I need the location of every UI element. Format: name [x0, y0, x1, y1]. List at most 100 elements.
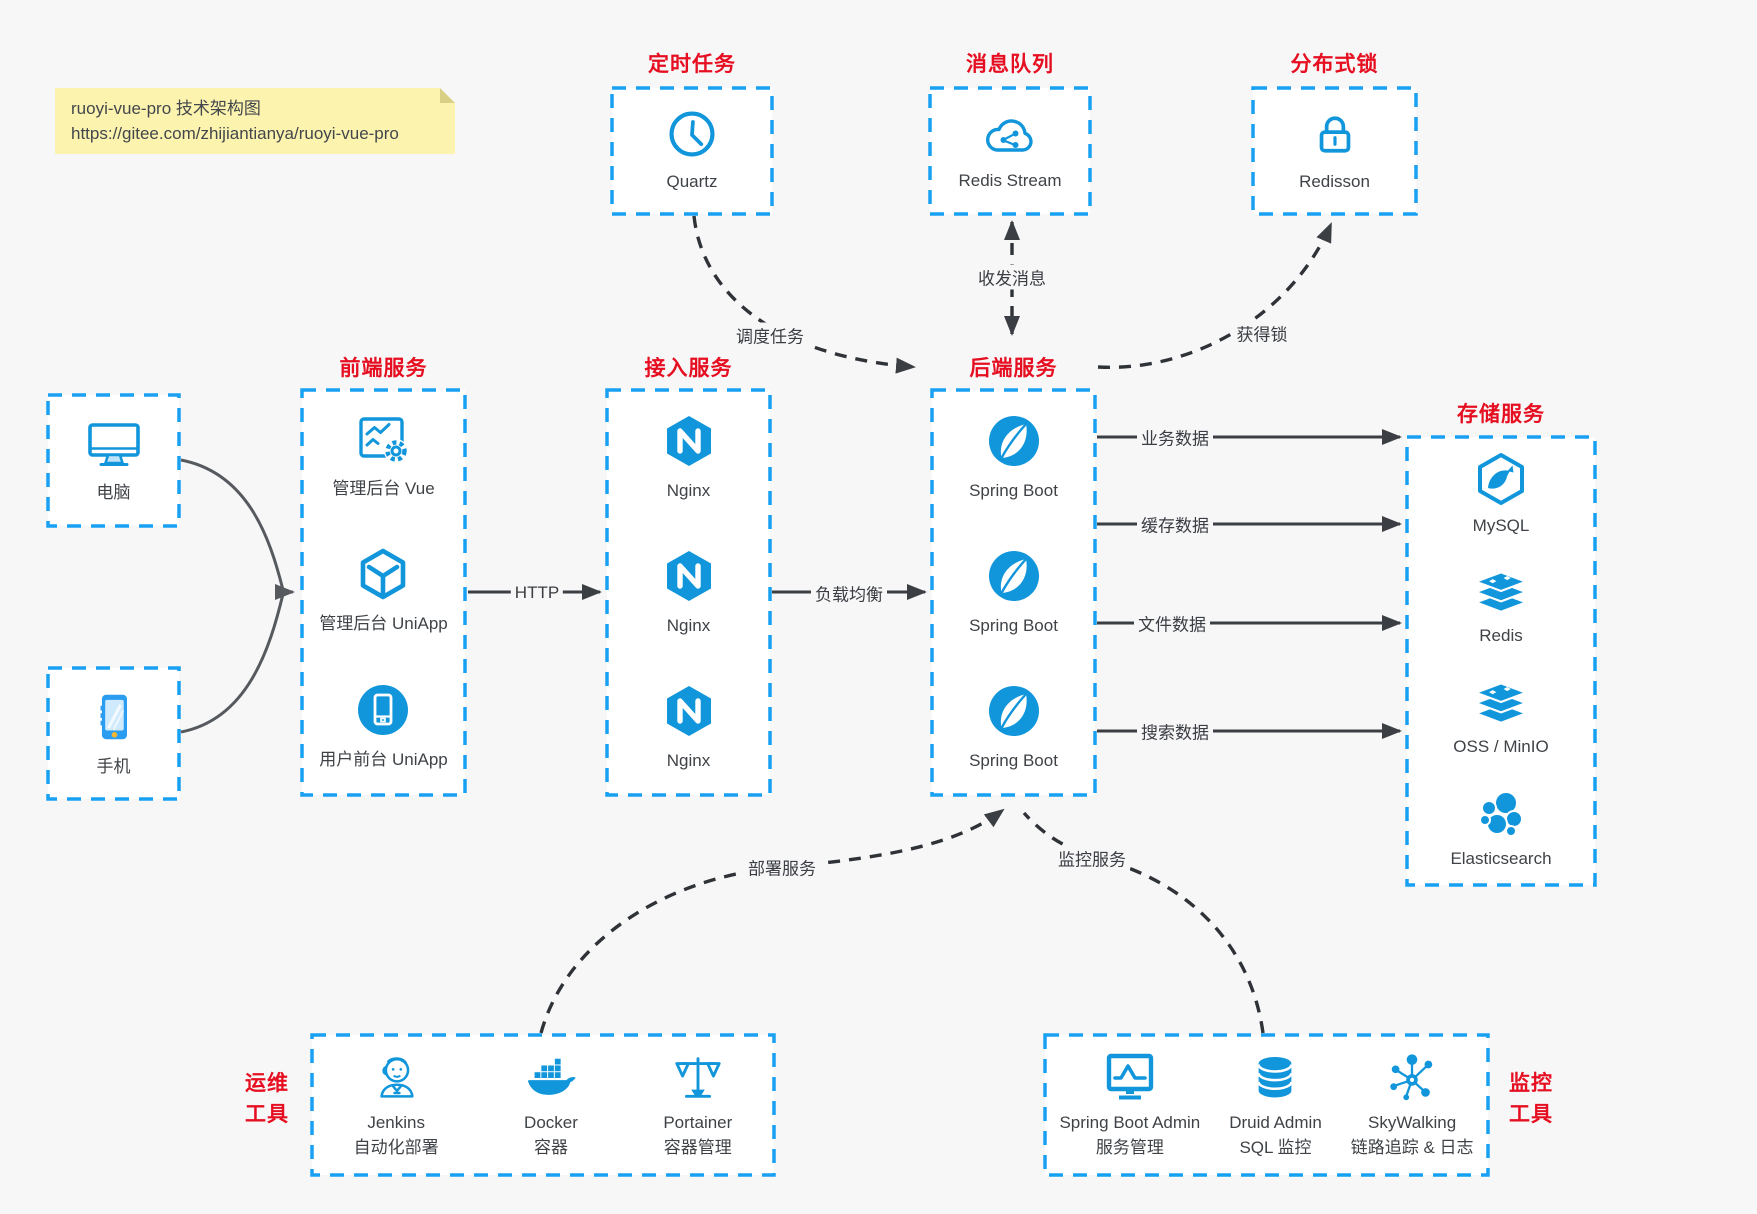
redis-stream-cloud-icon	[985, 119, 1033, 152]
admin-vue-icon	[358, 417, 408, 463]
monitoring-box-content: Spring Boot Admin 服务管理 Druid Admin SQL 监…	[1045, 1035, 1488, 1175]
computer-box-content: 电脑	[48, 395, 179, 526]
gateway-title: 接入服务	[644, 357, 733, 380]
item-label: Spring Boot Admin 服务管理	[1059, 1110, 1200, 1160]
item-label: Spring Boot	[969, 480, 1058, 500]
edge-label-file-data: 文件数据	[1134, 610, 1210, 636]
backend-box-content: Spring Boot Spring Boot Spring Boot	[932, 390, 1095, 795]
item-label: OSS / MinIO	[1453, 736, 1549, 756]
elasticsearch-icon	[1478, 791, 1523, 838]
item-label: Nginx	[666, 615, 711, 635]
monitoring-item-sba: Spring Boot Admin 服务管理	[1059, 1051, 1200, 1160]
item-label: Nginx	[666, 480, 711, 500]
mq-box-content: Redis Stream	[930, 88, 1090, 214]
frontend-box-content: 管理后台 Vue 管理后台 UniApp 用户前台 UniApp	[302, 390, 465, 795]
ops-tools-title: 运维 工具	[234, 1068, 300, 1130]
storage-item-elasticsearch: Elasticsearch	[1450, 786, 1552, 871]
backend-item-spring-2: Spring Boot	[969, 548, 1058, 638]
clock-icon	[669, 111, 715, 157]
monitoring-tools-title: 监控 工具	[1498, 1068, 1564, 1130]
ops-title-line2: 工具	[245, 1103, 289, 1126]
storage-item-redis: Redis	[1472, 565, 1530, 648]
item-label: Druid Admin SQL 监控	[1229, 1110, 1322, 1160]
phone-to-frontend-line	[180, 593, 285, 734]
computer-to-frontend-line	[180, 458, 285, 591]
lock-title: 分布式锁	[1290, 53, 1379, 76]
nginx-icon	[666, 550, 711, 601]
storage-item-mysql: MySQL	[1472, 451, 1530, 538]
item-label: Spring Boot	[969, 615, 1058, 635]
spring-boot-icon	[988, 415, 1039, 466]
item-label: 管理后台 UniApp	[319, 614, 448, 634]
nginx-icon	[666, 685, 711, 736]
item-label: 电脑	[96, 482, 131, 502]
item-label: Elasticsearch	[1450, 849, 1552, 869]
druid-icon	[1257, 1056, 1294, 1097]
item-label: 手机	[96, 756, 131, 776]
item-label-name: Portainer	[663, 1112, 733, 1132]
item-label: SkyWalking 链路追踪 & 日志	[1351, 1110, 1474, 1160]
item-label: MySQL	[1472, 515, 1530, 535]
ops-title-line1: 运维	[245, 1072, 289, 1095]
redis-stream-item: Redis Stream	[958, 109, 1062, 193]
oss-minio-icon	[1475, 682, 1527, 724]
item-label: Redis	[1479, 626, 1523, 646]
edge-label-http: HTTP	[510, 583, 564, 603]
portainer-icon	[675, 1056, 721, 1098]
item-label-name: Docker	[524, 1112, 578, 1132]
ops-box-content: Jenkins 自动化部署 Docker 容器	[312, 1035, 774, 1175]
docker-icon	[527, 1058, 576, 1095]
item-label: Spring Boot	[969, 750, 1058, 770]
phone-item: 手机	[88, 689, 140, 779]
skywalking-icon	[1390, 1053, 1433, 1100]
edge-label-cache-data: 缓存数据	[1137, 511, 1213, 537]
item-label: Jenkins 自动化部署	[354, 1110, 439, 1160]
monitoring-item-druid: Druid Admin SQL 监控	[1229, 1051, 1322, 1160]
item-label: 管理后台 Vue	[332, 478, 435, 498]
ops-item-portainer: Portainer 容器管理	[663, 1051, 732, 1160]
timer-title: 定时任务	[648, 53, 736, 76]
computer-item: 电脑	[84, 417, 144, 505]
phone-icon	[100, 694, 127, 739]
item-label-sub: 容器管理	[663, 1137, 732, 1157]
gateway-item-nginx-3: Nginx	[661, 683, 717, 773]
storage-box-content: MySQL Redis	[1407, 437, 1595, 885]
backend-title: 后端服务	[969, 357, 1058, 380]
item-label-name: Druid Admin	[1229, 1112, 1322, 1132]
phone-box-content: 手机	[48, 668, 179, 799]
item-label-sub: 服务管理	[1095, 1137, 1164, 1157]
item-label-sub: SQL 监控	[1239, 1137, 1312, 1157]
edge-label-send-receive-msg: 收发消息	[974, 264, 1050, 290]
backend-item-spring-3: Spring Boot	[969, 683, 1058, 773]
item-label: Nginx	[666, 750, 711, 770]
item-label: Redis Stream	[958, 171, 1062, 190]
edge-label-business-data: 业务数据	[1137, 424, 1213, 450]
item-label-sub: 链路追踪 & 日志	[1350, 1137, 1474, 1157]
item-label-sub: 自动化部署	[353, 1137, 439, 1157]
spring-boot-icon	[988, 550, 1039, 601]
storage-title: 存储服务	[1457, 403, 1545, 426]
spring-boot-icon	[988, 685, 1039, 736]
spring-boot-admin-icon	[1106, 1053, 1154, 1099]
frontend-item-admin-uniapp: 管理后台 UniApp	[319, 546, 448, 636]
user-app-icon	[358, 685, 409, 736]
note-url: https://gitee.com/zhijiantianya/ruoyi-vu…	[71, 124, 399, 143]
jenkins-icon	[380, 1056, 414, 1098]
monitoring-title-line2: 工具	[1509, 1103, 1553, 1126]
backend-item-spring-1: Spring Boot	[969, 413, 1058, 503]
gateway-item-nginx-2: Nginx	[661, 548, 717, 638]
edge-label-load-balance: 负载均衡	[811, 580, 887, 606]
item-label-sub: 容器	[533, 1137, 568, 1157]
redis-icon	[1475, 571, 1527, 614]
uniapp-cube-icon	[361, 549, 406, 600]
item-label: Docker 容器	[524, 1110, 578, 1160]
item-label: Redisson	[1299, 172, 1370, 191]
item-label: Portainer 容器管理	[663, 1110, 732, 1160]
ops-item-jenkins: Jenkins 自动化部署	[354, 1051, 439, 1160]
computer-icon	[87, 422, 140, 466]
redisson-item: Redisson	[1299, 108, 1370, 194]
timer-box-content: Quartz	[612, 88, 772, 214]
monitoring-title-line1: 监控	[1509, 1072, 1553, 1095]
note-title: ruoyi-vue-pro 技术架构图	[71, 99, 261, 118]
